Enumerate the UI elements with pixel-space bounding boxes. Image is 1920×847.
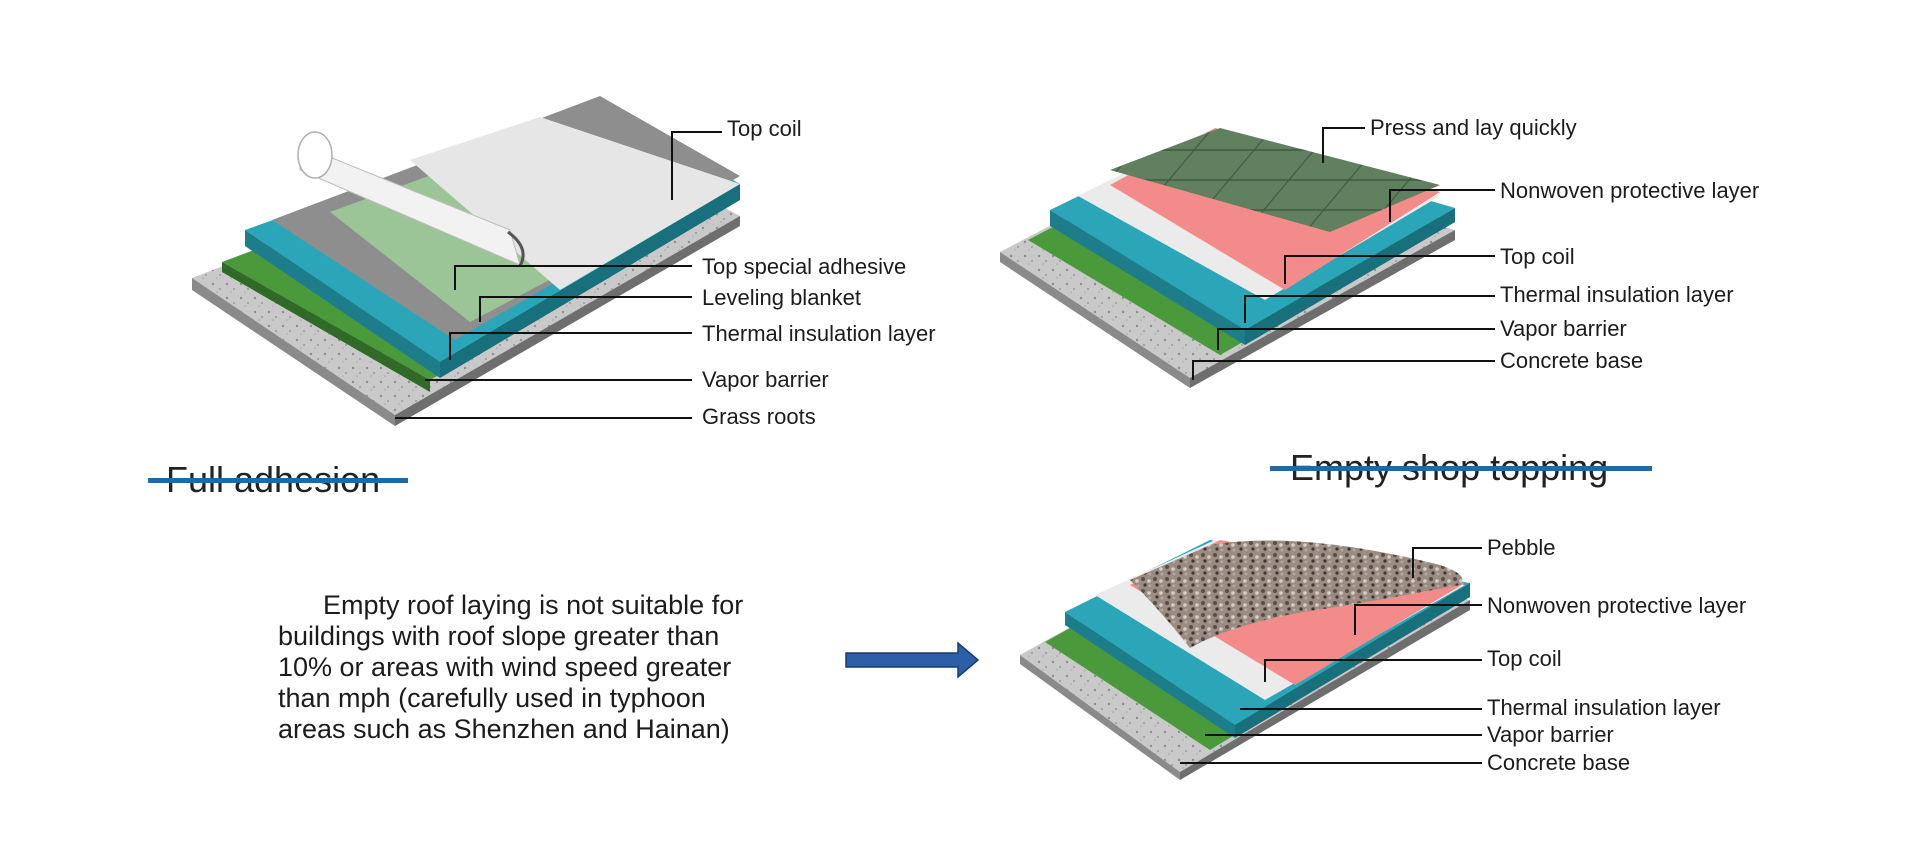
d3-pebble-layer xyxy=(1130,540,1463,648)
d1-label-top-coil: Top coil xyxy=(727,116,802,141)
full-adhesion-strikethrough xyxy=(148,478,408,483)
d2-tiles xyxy=(1110,128,1440,232)
d2-label-press-and-lay: Press and lay quickly xyxy=(1370,115,1577,140)
d2-label-nonwoven: Nonwoven protective layer xyxy=(1500,178,1760,203)
d1-label-thermal-insulation: Thermal insulation layer xyxy=(702,321,936,346)
d1-label-vapor-barrier: Vapor barrier xyxy=(702,367,829,392)
leader-lines xyxy=(395,127,1495,764)
d3-label-vapor-barrier: Vapor barrier xyxy=(1487,722,1614,747)
note-line: areas such as Shenzhen and Hainan) xyxy=(278,714,730,744)
d1-label-grass-roots: Grass roots xyxy=(702,404,816,429)
d2-label-thermal-insulation: Thermal insulation layer xyxy=(1500,282,1734,307)
note-line: Empty roof laying is not suitable for xyxy=(323,590,744,620)
empty-shop-diagram xyxy=(1000,128,1455,388)
d3-label-thermal-insulation: Thermal insulation layer xyxy=(1487,695,1721,720)
d3-label-concrete-base: Concrete base xyxy=(1487,750,1631,775)
full-adhesion-diagram xyxy=(192,96,740,426)
d3-label-top-coil: Top coil xyxy=(1487,646,1562,671)
d1-concrete-front xyxy=(192,278,395,426)
d1-concrete-side xyxy=(395,216,740,426)
note-line: buildings with roof slope greater than xyxy=(278,621,720,651)
note-paragraph: Empty roof laying is not suitable for bu… xyxy=(278,590,798,745)
d1-label-leveling-blanket: Leveling blanket xyxy=(702,285,862,310)
arrow-icon xyxy=(845,641,980,679)
d3-label-nonwoven: Nonwoven protective layer xyxy=(1487,593,1747,618)
d2-label-concrete-base: Concrete base xyxy=(1500,348,1644,373)
d1-top-coil xyxy=(410,117,740,290)
empty-shop-strikethrough xyxy=(1270,466,1652,471)
d1-label-top-special-adhesive: Top special adhesive xyxy=(702,254,907,279)
d2-label-top-coil: Top coil xyxy=(1500,244,1575,269)
d3-label-pebble: Pebble xyxy=(1487,535,1556,560)
note-line: than mph (carefully used in typhoon xyxy=(278,683,706,713)
note-line: 10% or areas with wind speed greater xyxy=(278,652,732,682)
d2-label-vapor-barrier: Vapor barrier xyxy=(1500,316,1627,341)
